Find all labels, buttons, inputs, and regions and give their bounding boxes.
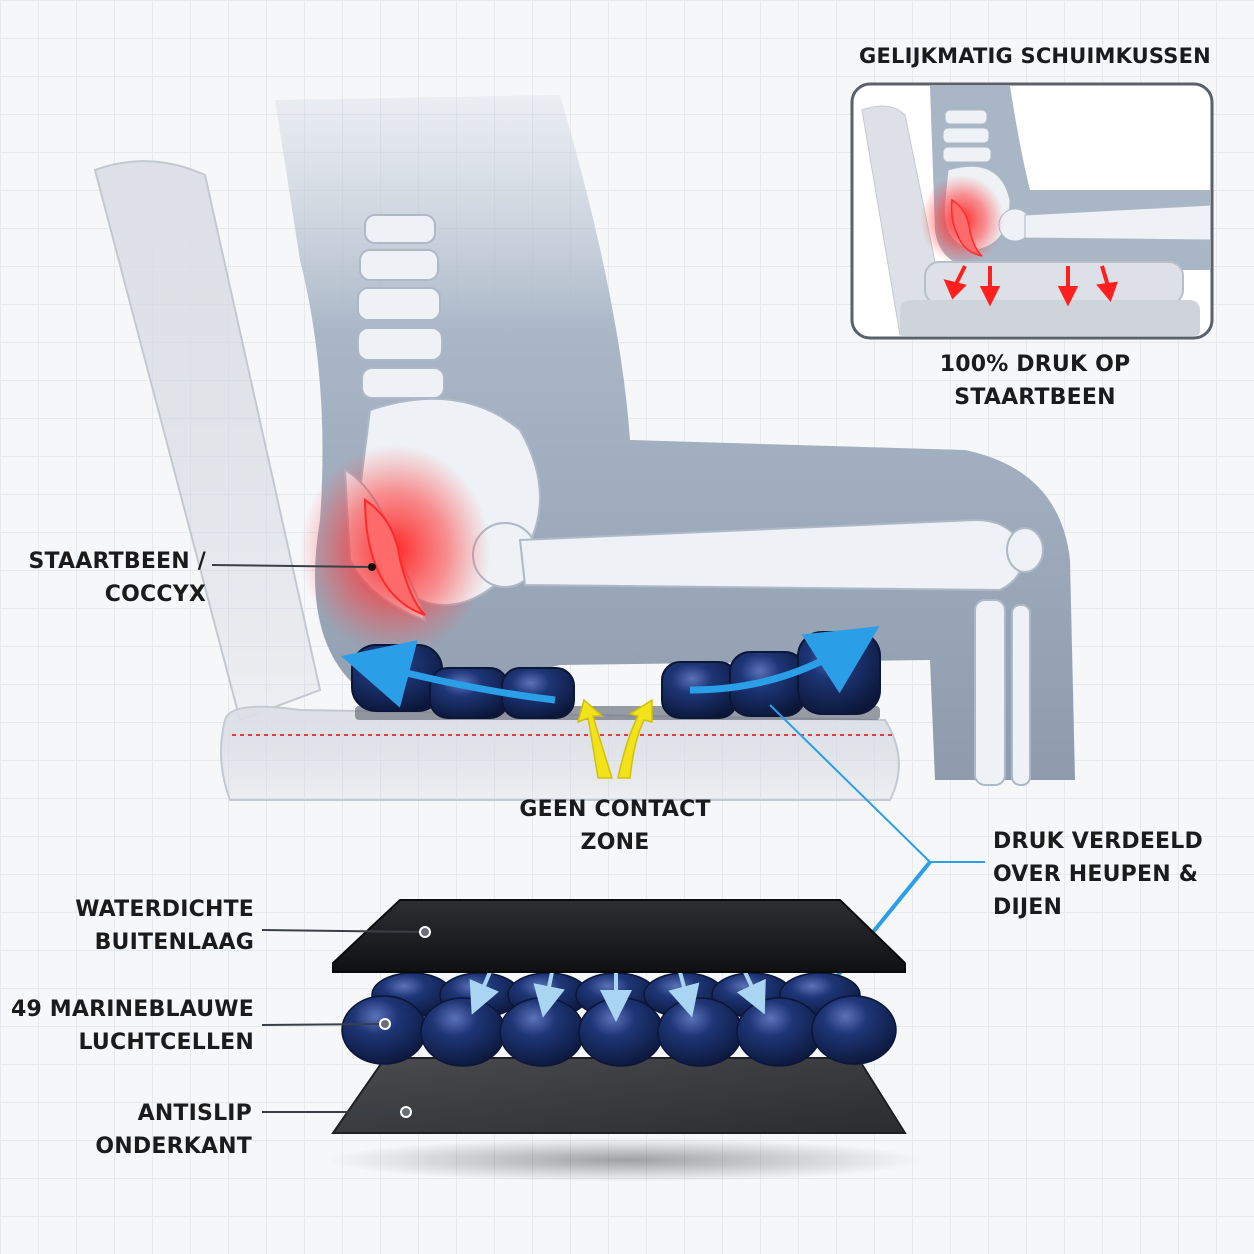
coccyx-label-line2: COCCYX [104, 582, 206, 607]
pressure-distribution-label: DRUK VERDEELD OVER HEUPEN & DIJEN [993, 825, 1203, 924]
inset-title-text: GELIJKMATIG SCHUIMKUSSEN [859, 44, 1211, 68]
cushion-layer-stack [325, 899, 925, 1182]
base-layer-label-line2: ONDERKANT [95, 1134, 252, 1159]
callout-dot [379, 1018, 391, 1030]
pressure-label-line1: DRUK VERDEELD [993, 829, 1203, 854]
coccyx-callout-line [211, 563, 376, 571]
air-cell-grid [341, 972, 897, 1067]
callout-dot [419, 926, 431, 938]
outer-layer-label-line1: WATERDICHTE [75, 897, 254, 922]
air-cells-label-line1: 49 MARINEBLAUWE [10, 997, 254, 1022]
pressure-label-line2: OVER HEUPEN & [993, 862, 1199, 887]
no-contact-arrows [576, 698, 653, 779]
air-cushion-on-seat [341, 626, 881, 720]
antislip-base-layer [331, 1057, 907, 1134]
inset-caption-line2: STAARTBEEN [954, 385, 1116, 410]
no-contact-label-line2: ZONE [580, 830, 650, 855]
inset-title: GELIJKMATIG SCHUIMKUSSEN [852, 40, 1218, 73]
air-cell [797, 631, 881, 715]
coccyx-pressure-glow [300, 445, 490, 655]
inset-pressure-arrows [943, 265, 1118, 307]
inset-foam-cushion-panel [850, 82, 1214, 340]
no-contact-label: GEEN CONTACT ZONE [505, 793, 725, 859]
coccyx-label-line1: STAARTBEEN / [28, 549, 206, 574]
flow-arrow [689, 626, 880, 694]
outer-layer-label-line2: BUITENLAAG [94, 930, 254, 955]
air-cells-label: 49 MARINEBLAUWE LUCHTCELLEN [0, 993, 254, 1059]
waterproof-outer-layer [332, 899, 906, 973]
inset-caption: 100% DRUK OP STAARTBEEN [900, 348, 1170, 414]
base-layer-label-line1: ANTISLIP [137, 1101, 252, 1126]
coccyx-label: STAARTBEEN / COCCYX [18, 545, 206, 611]
base-layer-label: ANTISLIP ONDERKANT [18, 1097, 252, 1163]
pressure-label-line3: DIJEN [993, 895, 1063, 920]
distribution-arrows [469, 971, 766, 1022]
layer-callout-lines [261, 929, 426, 1113]
flow-arrow [341, 640, 556, 708]
inset-caption-line1: 100% DRUK OP [939, 352, 1131, 377]
air-cells-label-line2: LUCHTCELLEN [78, 1030, 254, 1055]
no-contact-label-line1: GEEN CONTACT [519, 797, 711, 822]
outer-layer-label: WATERDICHTE BUITENLAAG [18, 893, 254, 959]
callout-dot [400, 1106, 412, 1118]
chair-illustration [93, 160, 900, 801]
body-silhouette [275, 95, 1075, 780]
